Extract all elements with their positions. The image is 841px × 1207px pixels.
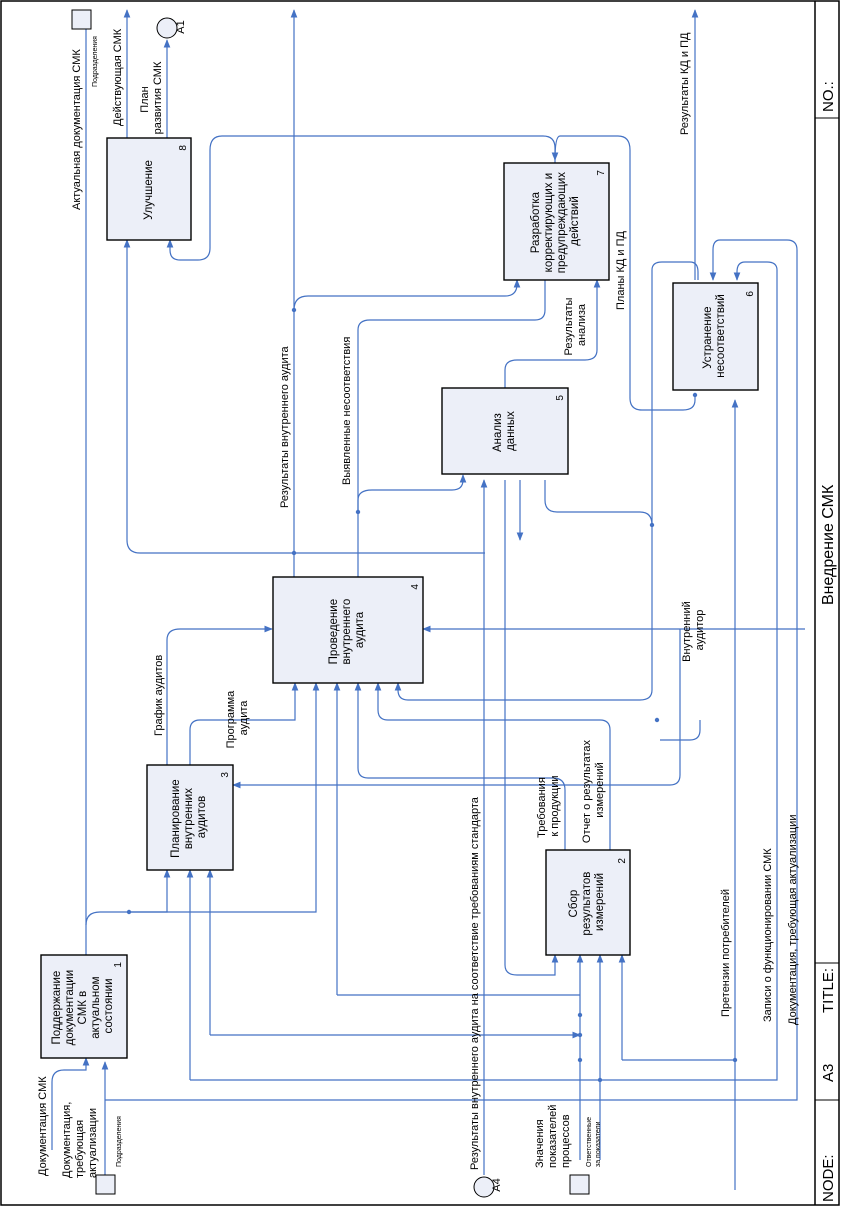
- a1-circle: [156, 17, 178, 39]
- arrow-box7-to-box8: [166, 135, 556, 261]
- label-doc-update: Документация, требующая актуализации: [787, 815, 799, 1025]
- label-audit-results: Результаты внутреннего аудита: [279, 346, 291, 508]
- label-podrazdeleniya-top: Подразделения: [92, 36, 99, 87]
- arrow-box6-loop: [660, 720, 701, 741]
- label-responsible: Ответственные за показатели: [586, 1115, 602, 1167]
- a1-label: A1: [175, 20, 187, 33]
- box-6[interactable]: 6 Устранение несоответствий: [672, 282, 759, 391]
- arrow-doc-to-box4: [130, 682, 320, 913]
- box-7[interactable]: 7 Разработка корректирующих и предупрежд…: [503, 162, 610, 281]
- box-6-number: 6: [745, 291, 756, 297]
- box-1[interactable]: 1 Поддержание документации СМК в актуаль…: [40, 954, 128, 1059]
- box-5[interactable]: 5 Анализ данных: [441, 387, 569, 475]
- box-3-number: 3: [220, 772, 231, 778]
- title-value: Внедрение СМК: [820, 484, 837, 605]
- arrow-results-to-box7: [293, 279, 521, 311]
- arrow-bottom-loop-1: [105, 239, 798, 1101]
- label-plans-kd: Планы КД и ПД: [615, 231, 627, 311]
- arrow-product-reqs: [354, 682, 566, 850]
- arrow-nonconformities: [357, 280, 546, 577]
- label-actual-doc: Актуальная документация СМК: [71, 49, 83, 210]
- arrow-audit-program: [189, 682, 299, 765]
- junction-dots: [126, 152, 738, 1083]
- a4-label: A4: [491, 1178, 503, 1191]
- label-product-reqs: Требования к продукции: [536, 774, 561, 838]
- box-3[interactable]: 3 Планирование внутренних аудитов: [146, 764, 234, 871]
- label-analysis-results: Результаты анализа: [563, 295, 588, 356]
- arrows: [51, 9, 805, 1190]
- box-8-label: Улучшение: [143, 160, 155, 220]
- label-doc-smk: Документация СМК: [37, 1076, 49, 1176]
- label-audit-program: Программа аудита: [225, 688, 250, 749]
- box-1-label: Поддержание документации СМК в актуально…: [51, 967, 115, 1046]
- arrow-audit-schedule: [166, 625, 273, 765]
- arrow-auditor-box3: [232, 629, 681, 789]
- arrow-doc-to-box3: [85, 869, 171, 926]
- external-refs: [71, 9, 590, 1198]
- box-1-number: 1: [113, 962, 124, 968]
- arrow-box5-loop: [394, 480, 653, 701]
- node-label: NODE:: [820, 1154, 837, 1202]
- box-4-number: 4: [410, 584, 421, 590]
- box-7-label: Разработка корректирующих и предупреждаю…: [530, 169, 581, 273]
- arrow-results-to-box8: [123, 239, 294, 554]
- box-8-number: 8: [178, 145, 189, 151]
- node-value: A3: [820, 1064, 837, 1082]
- label-doc-needing-update: Документация, требующая актуализации: [61, 1099, 99, 1178]
- box-6-label: Устранение несоответствий: [702, 294, 727, 378]
- label-plan: План развития СМК: [139, 61, 164, 134]
- title-label: TITLE:: [820, 968, 837, 1013]
- arrow-plans-kd: [551, 135, 696, 411]
- no-label: NO.:: [820, 81, 837, 112]
- label-current-smk: Действующая СМК: [112, 28, 124, 126]
- label-audit-compliance: Результаты внутреннего аудита на соответ…: [469, 796, 481, 1170]
- label-internal-auditor: Внутренний аудитор: [681, 598, 706, 662]
- box-3-label: Планирование внутренних аудитов: [170, 776, 208, 858]
- box-4[interactable]: 4 Проведение внутреннего аудита: [272, 576, 424, 684]
- arrow-box5-loop-up: [651, 261, 699, 525]
- arrow-analysis-results: [504, 279, 601, 388]
- box-5-label: Анализ данных: [492, 410, 517, 452]
- label-process-values: Значения показателей процессов: [534, 1102, 572, 1168]
- a4-circle: [473, 1176, 495, 1198]
- label-smk-records: Записи о функционировании СМК: [762, 848, 774, 1022]
- label-audit-schedule: График аудитов: [153, 655, 165, 736]
- box-7-number: 7: [596, 170, 607, 176]
- box-5-number: 5: [555, 395, 566, 401]
- label-results-kd: Результаты КД и ПД: [679, 32, 691, 135]
- label-podrazdeleniya-bottom: Подразделения: [116, 1116, 123, 1167]
- podrazdeleniya-top-square: [71, 9, 92, 30]
- arrow-noncon-box5: [357, 474, 467, 512]
- box-8[interactable]: 8 Улучшение: [106, 137, 192, 241]
- arrow-doc-smk-in: [51, 1057, 90, 1150]
- podrazdeleniya-bottom-square: [95, 1174, 116, 1195]
- box-2[interactable]: 2 Сбор результатов измерений: [545, 849, 631, 956]
- responsible-square: [569, 1174, 590, 1195]
- arrow-bottom-loop-2: [190, 261, 778, 1081]
- box-2-label: Сбор результатов измерений: [568, 868, 606, 935]
- label-nonconformities: Выявленные несоответствия: [341, 337, 353, 485]
- label-customer-claims: Претензии потребителей: [720, 889, 732, 1017]
- label-measure-report: Отчет о результатах измерений: [581, 737, 606, 843]
- box-4-label: Проведение внутреннего аудита: [328, 596, 366, 665]
- arrow-box2-in: [504, 480, 559, 976]
- box-2-number: 2: [617, 858, 628, 864]
- arrow-measure-report: [374, 682, 611, 850]
